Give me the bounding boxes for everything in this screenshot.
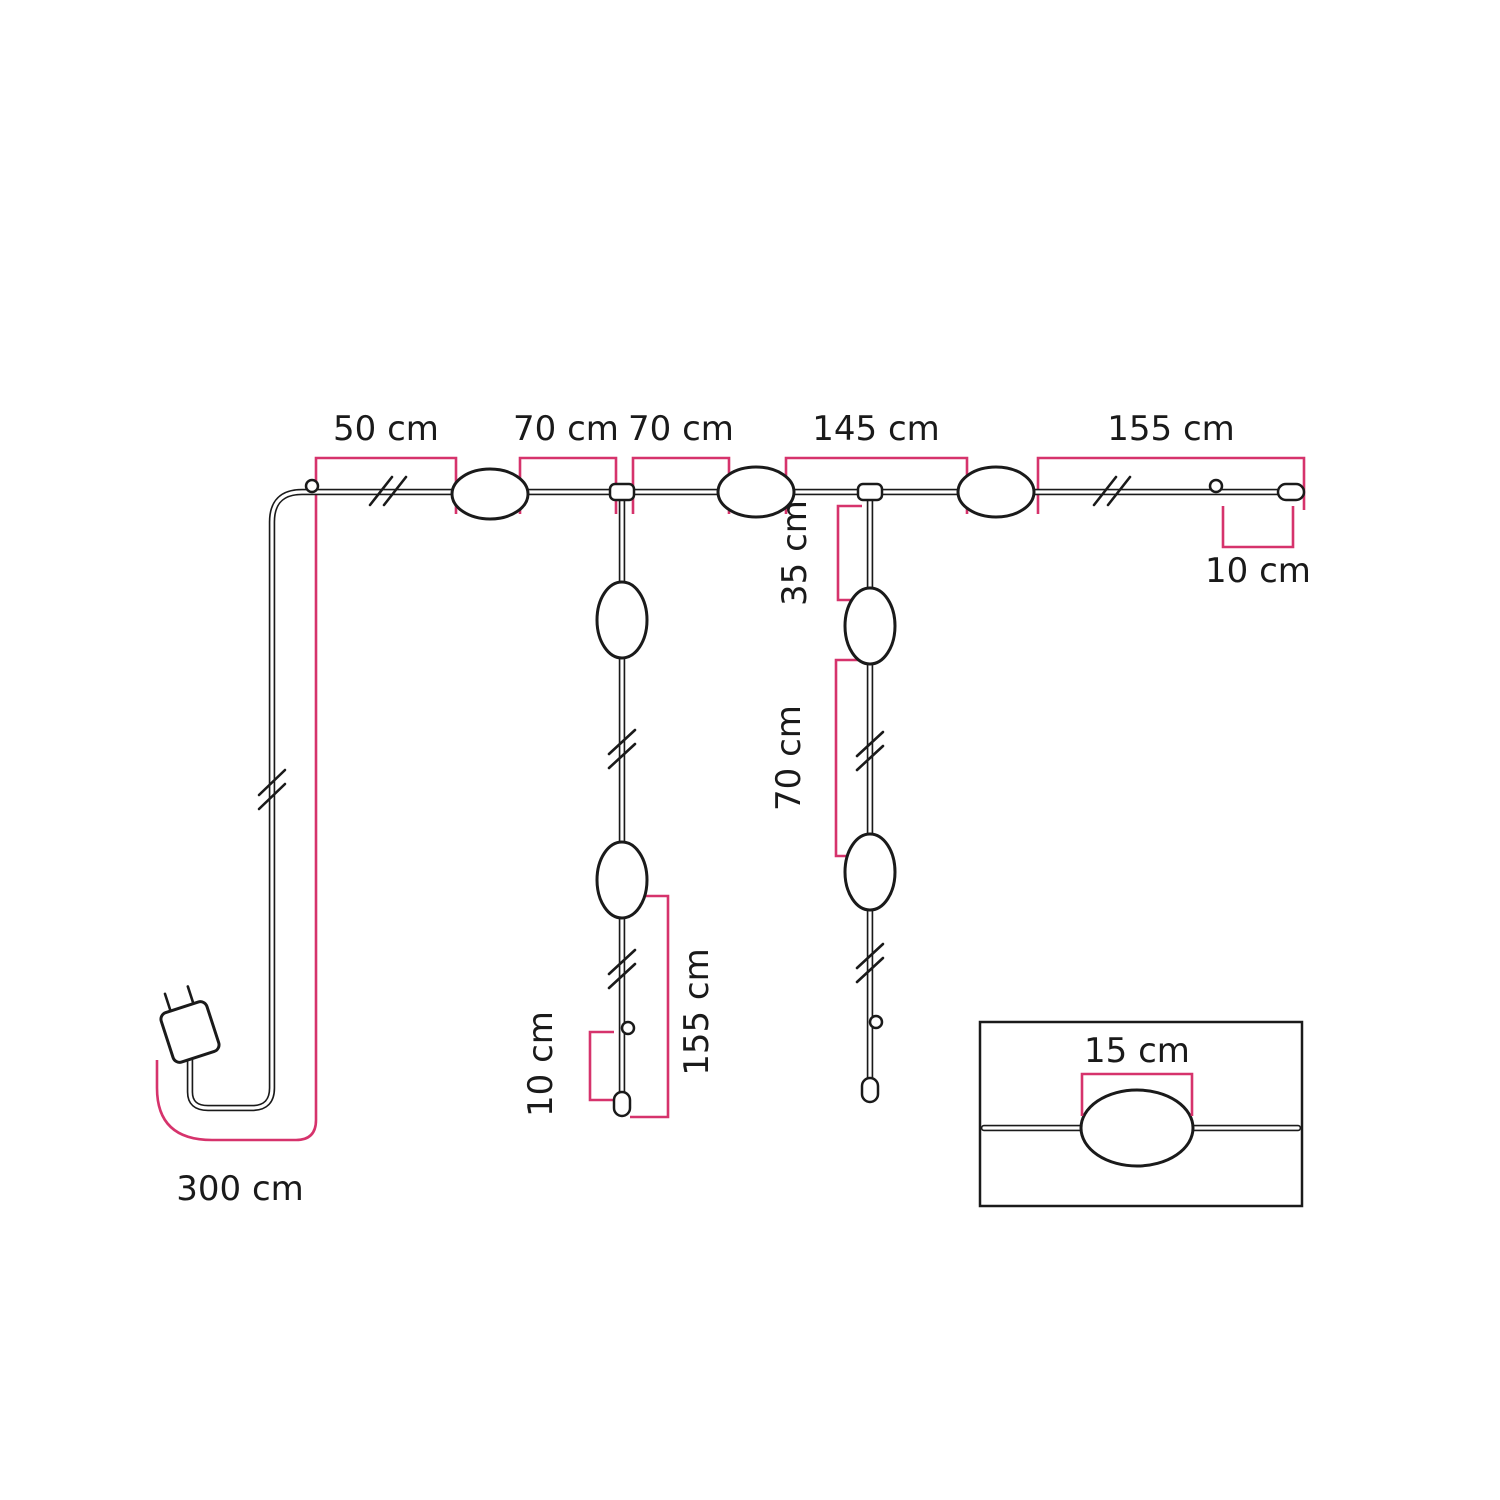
lamp-oval	[716, 465, 796, 519]
lamp-oval	[843, 586, 897, 666]
break-mark-lead	[257, 768, 287, 811]
eyelet-top-left	[304, 478, 320, 494]
eyelet-drop2	[868, 1014, 884, 1030]
power-plug	[159, 985, 221, 1064]
dimension-label-50: 50 cm	[333, 409, 439, 449]
eyelet-drop1	[620, 1020, 636, 1036]
dimension-label-10-drop1: 10 cm	[521, 1011, 561, 1117]
dimension-bracket-70a	[518, 456, 618, 514]
break-mark-drop2-b	[855, 942, 885, 984]
dimension-label-10-right: 10 cm	[1205, 551, 1311, 591]
tee-connector-2	[856, 482, 884, 502]
dimension-label-155-drop1: 155 cm	[677, 948, 717, 1076]
cable-fittings	[304, 465, 1306, 1118]
dimension-bracket-155-drop1	[630, 894, 670, 1119]
dimension-bracket-10-drop1	[588, 1030, 614, 1102]
dimension-bracket-70-drop2	[834, 658, 862, 858]
cable-end-tip-drop1	[612, 1090, 632, 1118]
cable-end-tip-top	[1276, 482, 1306, 502]
break-mark-drop1-a	[607, 728, 637, 770]
break-mark-drop1-b	[607, 948, 637, 990]
dimension-labels: 50 cm 70 cm 70 cm 145 cm 155 cm 10 cm 35…	[176, 409, 1311, 1209]
dimension-bracket-35-drop2	[836, 504, 862, 602]
dimension-label-15: 15 cm	[1084, 1031, 1190, 1071]
dimension-label-145: 145 cm	[812, 409, 940, 449]
break-mark-top-left	[368, 475, 408, 507]
cable-end-tip-drop2	[860, 1076, 880, 1104]
dimension-label-35-drop2: 35 cm	[775, 500, 815, 606]
detail-inset: 15 cm	[978, 1020, 1304, 1208]
lamp-oval	[956, 465, 1036, 519]
cable-runs	[186, 488, 1294, 1112]
dimension-bracket-155-top	[1036, 456, 1306, 514]
dimension-label-70b: 70 cm	[628, 409, 734, 449]
dimension-label-70a: 70 cm	[513, 409, 619, 449]
dimension-bracket-70b	[631, 456, 731, 514]
lamp-oval	[595, 840, 649, 920]
break-mark-top-right	[1092, 475, 1132, 507]
dimension-label-155-top: 155 cm	[1107, 409, 1235, 449]
cable-lead-and-top-run	[186, 488, 1294, 1112]
dimension-bracket-10-right	[1221, 506, 1295, 549]
break-mark-drop2-a	[855, 730, 885, 772]
dimension-label-70-drop2: 70 cm	[769, 705, 809, 811]
eyelet-top-right	[1208, 478, 1224, 494]
lamp-oval	[450, 467, 530, 521]
lamp-oval	[595, 580, 649, 660]
detail-lamp-oval	[1079, 1088, 1195, 1168]
dimension-bracket-300-and-50	[155, 456, 458, 1142]
lamp-oval	[843, 832, 897, 912]
cable-break-marks	[257, 475, 1132, 990]
dimension-label-300: 300 cm	[176, 1169, 304, 1209]
tee-connector-1	[608, 482, 636, 502]
dimension-bracket-15	[1080, 1072, 1194, 1116]
